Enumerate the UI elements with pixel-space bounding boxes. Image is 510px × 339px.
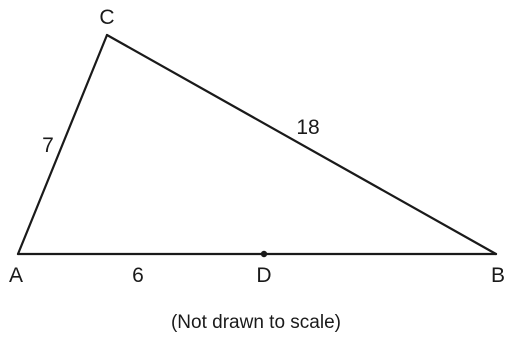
vertex-a-label: A bbox=[9, 264, 23, 287]
vertex-c-label: C bbox=[99, 6, 114, 29]
side-ac bbox=[16, 33, 109, 256]
side-cb bbox=[105, 33, 498, 256]
caption: (Not drawn to scale) bbox=[171, 312, 341, 333]
point-d-dot bbox=[260, 250, 268, 258]
segment-ad-length: 6 bbox=[132, 264, 144, 287]
side-ac-length: 7 bbox=[42, 134, 54, 157]
vertex-b-label: B bbox=[491, 264, 505, 287]
vertex-d-label: D bbox=[256, 264, 271, 287]
side-cb-length: 18 bbox=[296, 116, 319, 139]
